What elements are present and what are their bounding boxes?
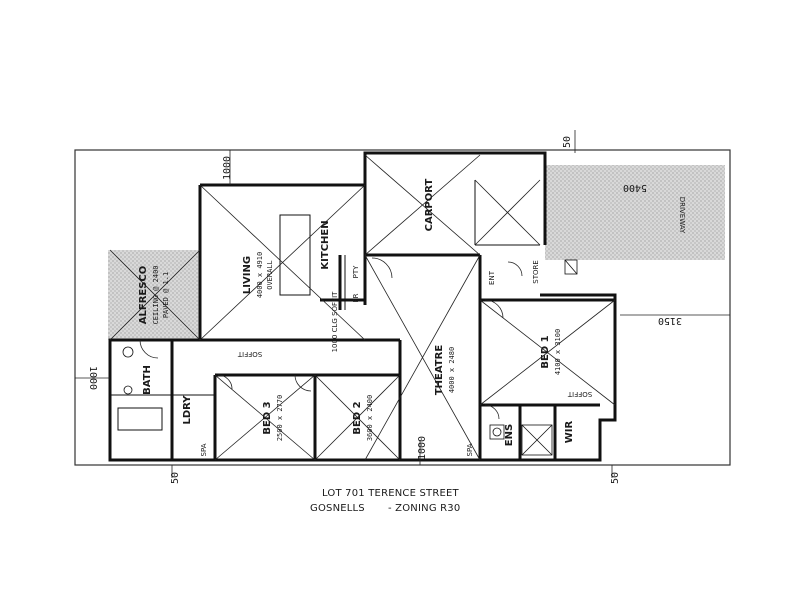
soffit-note-bed3: SOFFIT [237,350,262,358]
driveway-label: DRIVEWAY [678,197,686,234]
room-bed3-dims: 2500 x 2770 [276,395,284,441]
room-bed1-label: BED 1 [540,335,551,368]
lot-boundary [74,149,731,466]
house-walls [108,151,617,462]
room-fridge-label: FR [352,293,360,302]
soffit-note-bed1: SOFFIT [567,390,592,398]
room-bath-label: BATH [142,365,153,395]
room-theatre-dims: 4000 x 2480 [448,347,456,393]
room-kitchen-label: KITCHEN [320,220,331,269]
room-theatre-label: THEATRE [434,345,445,396]
room-bed1-dims: 4100 x 3100 [554,329,562,375]
spa-note-right: SPA [466,443,474,456]
room-living-note: OVERALL [266,260,274,290]
dim-bottom-left: 50 [170,472,181,484]
room-bed2-label: BED 2 [352,401,363,434]
room-carport-label: CARPORT [424,178,435,231]
driveway-area [545,165,725,260]
room-living-dims: 4000 x 4910 [256,252,264,298]
dimension-text: 1000 50 3150 1000 50 50 1000 5400 [87,136,682,484]
caption-line-2-left: GOSNELLS [310,503,365,514]
room-labels: LIVING 4000 x 4910 OVERALL KITCHEN PTY F… [138,178,686,456]
room-store-label: STORE [532,260,540,284]
dim-bottom-right: 50 [610,472,621,484]
room-alfresco-label: ALFRESCO [138,266,149,325]
room-pantry-label: PTY [352,265,360,278]
door-swings [139,257,523,420]
ceiling-diagonals [109,154,616,461]
dim-top-left: 1000 [222,156,233,180]
spa-note-left: SPA [200,443,208,456]
dim-bottom-mid: 1000 [417,436,428,460]
dim-left-side: 1000 [87,366,98,390]
room-bed3-label: BED 3 [262,401,273,434]
dim-top-right: 50 [562,136,573,148]
dimension-lines [75,130,730,478]
room-ens-label: ENS [504,424,515,446]
room-bed2-dims: 3600 x 2400 [366,395,374,441]
interior-thin-walls [110,180,540,431]
caption-line-2-right: - ZONING R30 [388,503,461,514]
dim-right-side: 3150 [658,315,682,326]
caption-line-1: LOT 701 TERENCE STREET [322,488,459,499]
dim-driveway: 5400 [623,182,647,193]
fixtures [122,259,578,456]
room-entry-label: ENT [488,270,496,285]
ceiling-bulkhead-note: 1000 CLG SOFFIT [331,291,339,353]
room-wir-label: WIR [564,420,575,443]
room-ldry-label: LDRY [182,395,193,425]
room-living-label: LIVING [242,256,253,294]
room-alfresco-note: PAVED @ 1.1 [162,272,170,318]
room-alfresco-dims: CEILING @ 2400 [152,265,160,324]
